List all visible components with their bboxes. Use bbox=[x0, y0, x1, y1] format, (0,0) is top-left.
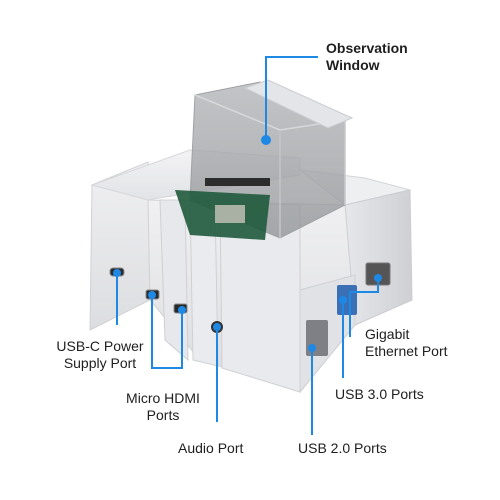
label-usbc-line2: Supply Port bbox=[63, 355, 137, 371]
label-gigabit-ethernet: Gigabit Ethernet Port bbox=[365, 326, 448, 360]
label-usbc-power: USB-C Power Supply Port bbox=[40, 338, 160, 372]
label-hdmi-line1: Micro HDMI bbox=[126, 390, 200, 406]
observation-window bbox=[175, 79, 354, 240]
callout-markers bbox=[113, 135, 382, 352]
label-observation-line1: Observation bbox=[326, 40, 408, 56]
label-gigabit-line2: Ethernet Port bbox=[365, 343, 448, 359]
label-usbc-line1: USB-C Power bbox=[56, 338, 144, 354]
label-hdmi-line2: Ports bbox=[146, 407, 180, 423]
label-usb2-ports: USB 2.0 Ports bbox=[298, 440, 387, 456]
label-audio-port: Audio Port bbox=[178, 440, 244, 456]
label-observation-window: Observation Window bbox=[326, 40, 408, 74]
label-micro-hdmi: Micro HDMI Ports bbox=[113, 390, 213, 424]
label-gigabit-line1: Gigabit bbox=[365, 326, 410, 342]
label-observation-line2: Window bbox=[326, 57, 380, 73]
callout-lines bbox=[116, 56, 379, 435]
label-usb3-ports: USB 3.0 Ports bbox=[335, 386, 424, 402]
